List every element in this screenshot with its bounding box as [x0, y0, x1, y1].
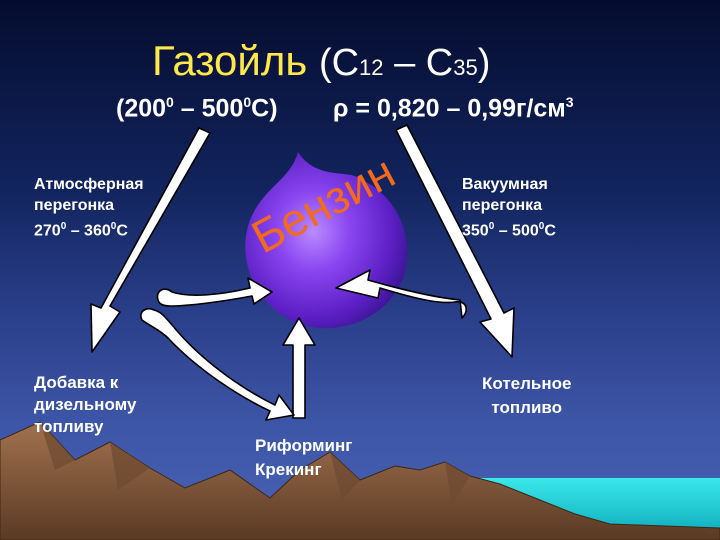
density-range: ρ = 0,820 – 0,99г/см3	[333, 94, 574, 123]
mountain-ridge-shadow	[40, 422, 470, 505]
label-reforming-cracking: Риформинг Крекинг	[255, 436, 353, 479]
title-formula: (С12 – С35)	[318, 42, 491, 84]
label-boiler-fuel: Котельное топливо	[482, 374, 572, 417]
arrow-curved-to-drop	[335, 269, 467, 319]
arrow-curved-from-left	[156, 277, 273, 307]
temperature-range: (2000 – 5000С)	[116, 94, 278, 123]
label-vacuum-distillation: Вакуумная перегонка 3500 – 5000С	[462, 176, 556, 240]
arrow-curved-to-reforming	[140, 307, 295, 421]
arrow-center-up	[282, 317, 316, 419]
label-atmospheric-distillation: Атмосферная перегонка 2700 – 3600С	[34, 176, 144, 240]
arrow-right-down	[395, 124, 515, 358]
label-diesel-additive: Добавка к дизельному топливу	[34, 373, 137, 436]
arrow-left-down	[90, 127, 211, 353]
title-main: Газойль	[152, 37, 308, 84]
flow-arrows	[90, 124, 515, 421]
page-title: Газойль (С12 – С35)	[152, 37, 491, 84]
